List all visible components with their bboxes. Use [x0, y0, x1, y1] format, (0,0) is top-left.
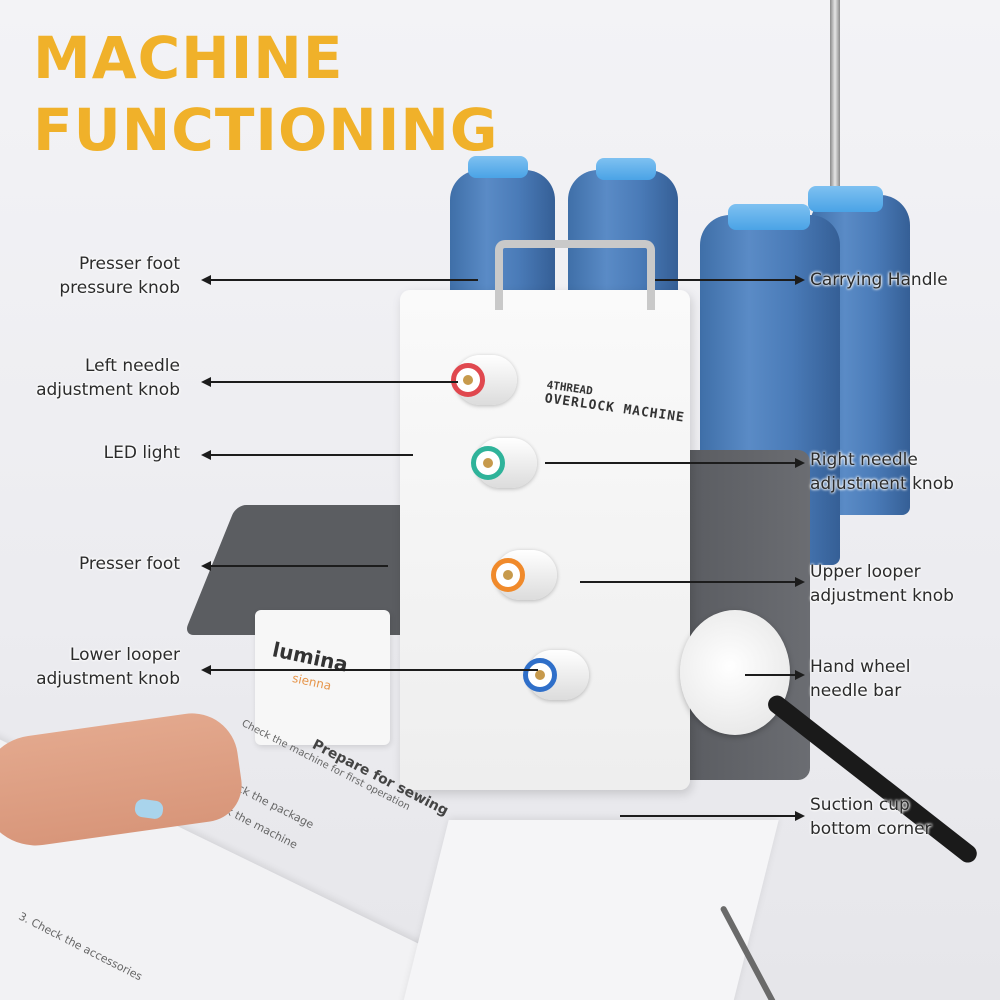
- title-line-2: FUNCTIONING: [33, 96, 499, 164]
- callout-presser-foot: Presser foot: [78, 554, 180, 574]
- callout-suction-cup: Suction cup bottom corner: [810, 795, 932, 839]
- callout-hand-wheel: Hand wheel needle bar: [810, 657, 911, 701]
- callout-left-needle-knob: Left needle adjustment knob: [36, 356, 180, 400]
- callout-line: [201, 665, 538, 675]
- callout-lower-looper-knob: Lower looper adjustment knob: [36, 645, 180, 689]
- lower-looper-knob: [523, 650, 589, 700]
- page-title: MACHINE FUNCTIONING: [33, 22, 499, 166]
- callout-carrying-handle: Carrying Handle: [810, 270, 948, 290]
- knob-ring-blue: [523, 658, 557, 692]
- title-line-1: MACHINE: [33, 24, 344, 92]
- callout-line: [201, 275, 478, 285]
- callout-line: [655, 275, 805, 285]
- callout-line: [620, 811, 805, 821]
- callout-line: [745, 670, 805, 680]
- callout-line: [201, 377, 458, 387]
- callout-presser-foot-pressure-knob: Presser foot pressure knob: [59, 254, 180, 298]
- callout-line: [545, 458, 805, 468]
- thread-stand-rod: [830, 0, 840, 200]
- knob-ring-orange: [491, 558, 525, 592]
- callout-line: [580, 577, 805, 587]
- spool-cap: [728, 204, 810, 230]
- callout-line: [201, 561, 388, 571]
- callout-led-light: LED light: [103, 443, 180, 463]
- carrying-handle: [495, 240, 655, 310]
- left-needle-knob: [451, 355, 517, 405]
- callout-line: [201, 450, 413, 460]
- hand-wheel: [680, 610, 790, 735]
- callout-upper-looper-knob: Upper looper adjustment knob: [810, 562, 954, 606]
- right-needle-knob: [471, 438, 537, 488]
- machine-base: [255, 610, 390, 745]
- upper-looper-knob: [491, 550, 557, 600]
- spool-cap: [468, 156, 528, 178]
- hand: [0, 707, 247, 853]
- knob-ring-teal: [471, 446, 505, 480]
- spool-cap: [808, 186, 883, 212]
- machine-body: [400, 290, 690, 790]
- spool-cap: [596, 158, 656, 180]
- knob-ring-red: [451, 363, 485, 397]
- callout-right-needle-knob: Right needle adjustment knob: [810, 450, 954, 494]
